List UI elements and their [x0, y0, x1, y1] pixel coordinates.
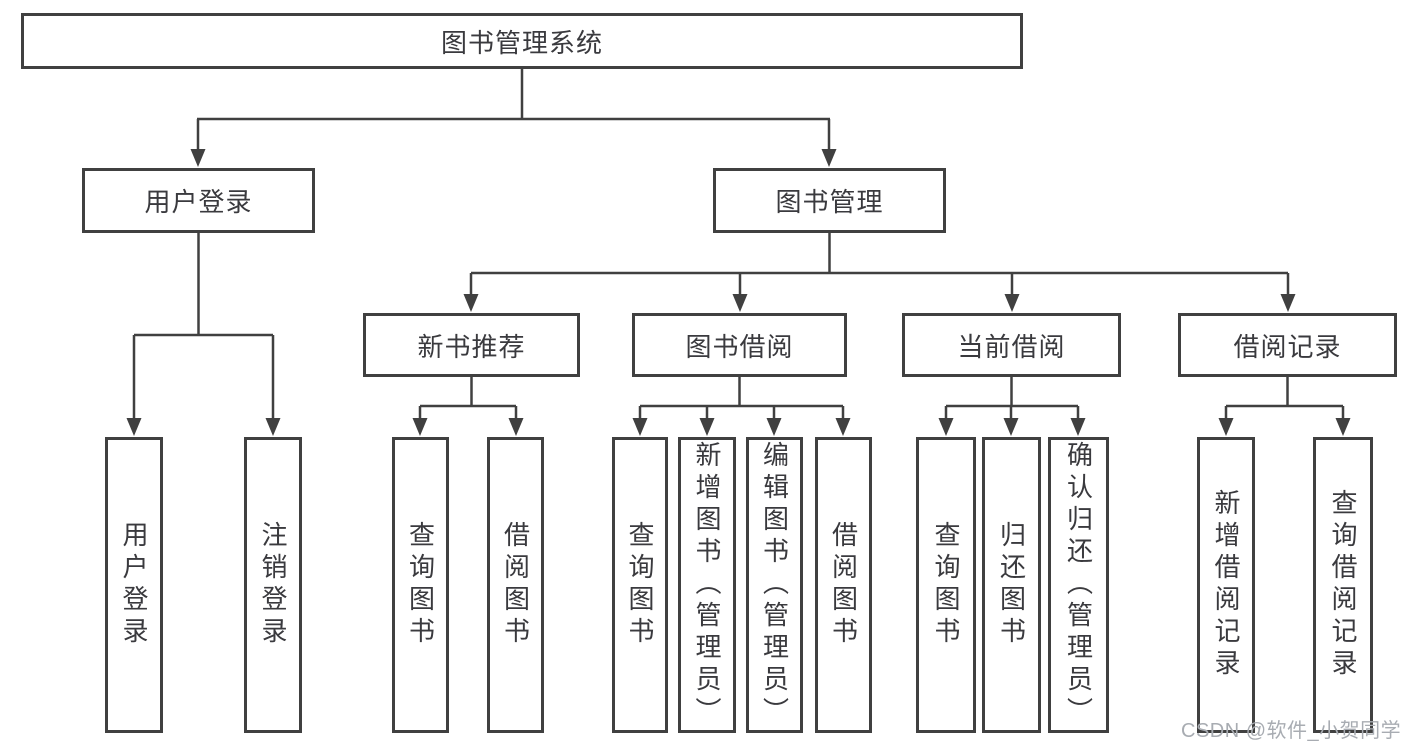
- node-label: 新书推荐: [417, 331, 526, 362]
- node-current-borrowing: 当前借阅: [902, 313, 1121, 377]
- node-label: 当前借阅: [957, 331, 1066, 362]
- node-label: 图书管理系统: [440, 27, 603, 58]
- node-label: 查询图书: [405, 521, 436, 649]
- node-book-borrowing: 图书借阅: [632, 313, 847, 377]
- node-label: 查询借阅记录: [1328, 489, 1358, 681]
- node-label: 注销登录: [258, 521, 288, 649]
- node-label: 借阅图书: [500, 521, 531, 649]
- leaf-confirm-return-admin: 确认归还（管理员）: [1048, 437, 1109, 733]
- node-label: 编辑图书（管理员）: [759, 441, 790, 729]
- leaf-query-books-borrowing: 查询图书: [612, 437, 668, 733]
- leaf-edit-book-admin: 编辑图书（管理员）: [746, 437, 803, 733]
- leaf-query-borrow-record: 查询借阅记录: [1313, 437, 1373, 733]
- leaf-query-books-current: 查询图书: [916, 437, 976, 733]
- node-label: 用户登录: [144, 187, 253, 217]
- csdn-watermark: CSDN @软件_小贺同学: [1181, 720, 1402, 742]
- node-label: 归还图书: [996, 521, 1027, 649]
- node-book-management: 图书管理: [713, 168, 946, 233]
- node-label: 借阅记录: [1233, 331, 1342, 362]
- node-label: 新增图书（管理员）: [692, 441, 722, 729]
- node-label: 新增借阅记录: [1211, 489, 1241, 681]
- node-label: 确认归还（管理员）: [1063, 441, 1094, 729]
- node-label: 查询图书: [931, 521, 961, 649]
- node-label: 图书管理: [775, 187, 884, 217]
- leaf-return-book: 归还图书: [982, 437, 1041, 733]
- leaf-borrow-books-borrowing: 借阅图书: [815, 437, 872, 733]
- node-new-book-recommendation: 新书推荐: [363, 313, 580, 377]
- leaf-add-book-admin: 新增图书（管理员）: [678, 437, 736, 733]
- leaf-user-login: 用户登录: [105, 437, 163, 733]
- node-label: 用户登录: [119, 521, 149, 649]
- node-label: 图书借阅: [685, 331, 794, 362]
- node-library-management-system: 图书管理系统: [21, 13, 1023, 69]
- node-label: 借阅图书: [828, 521, 859, 649]
- node-label: 查询图书: [625, 521, 655, 649]
- leaf-query-books-recommend: 查询图书: [392, 437, 449, 733]
- leaf-add-borrow-record: 新增借阅记录: [1197, 437, 1255, 733]
- node-borrowing-records: 借阅记录: [1178, 313, 1397, 377]
- node-user-login: 用户登录: [82, 168, 315, 233]
- leaf-logout: 注销登录: [244, 437, 302, 733]
- leaf-borrow-books-recommend: 借阅图书: [487, 437, 544, 733]
